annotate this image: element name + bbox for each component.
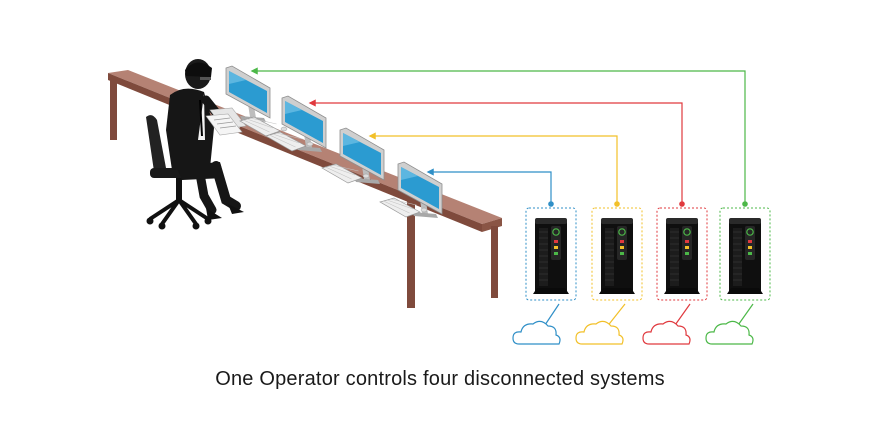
connection-dot bbox=[548, 201, 554, 207]
cloud-icon bbox=[575, 320, 624, 345]
keyboard-icon bbox=[321, 163, 370, 184]
computer-tower-icon bbox=[719, 207, 771, 301]
computer-tower-icon bbox=[525, 207, 577, 301]
cloud-icon bbox=[512, 320, 561, 345]
document-icon bbox=[205, 107, 247, 136]
computer-tower-icon bbox=[656, 207, 708, 301]
monitor-icon bbox=[397, 161, 443, 218]
connection-line bbox=[250, 67, 746, 204]
monitor-icon bbox=[339, 127, 385, 184]
connection-line bbox=[368, 132, 618, 204]
caption: One Operator controls four disconnected … bbox=[215, 368, 665, 390]
connection-line bbox=[308, 99, 683, 204]
monitor-icon bbox=[281, 95, 327, 152]
connection-dot bbox=[742, 201, 748, 207]
keyboard-icon bbox=[239, 116, 288, 137]
connection-dot bbox=[679, 201, 685, 207]
chair-icon bbox=[146, 115, 212, 230]
keyboard-icon bbox=[379, 197, 428, 218]
cloud-icon bbox=[642, 320, 691, 345]
operator-silhouette-icon bbox=[166, 59, 244, 220]
keyboard-icon bbox=[265, 131, 314, 152]
connection-dot bbox=[614, 201, 620, 207]
connection-line bbox=[426, 168, 552, 204]
computer-tower-icon bbox=[591, 207, 643, 301]
cloud-icon bbox=[705, 320, 754, 345]
